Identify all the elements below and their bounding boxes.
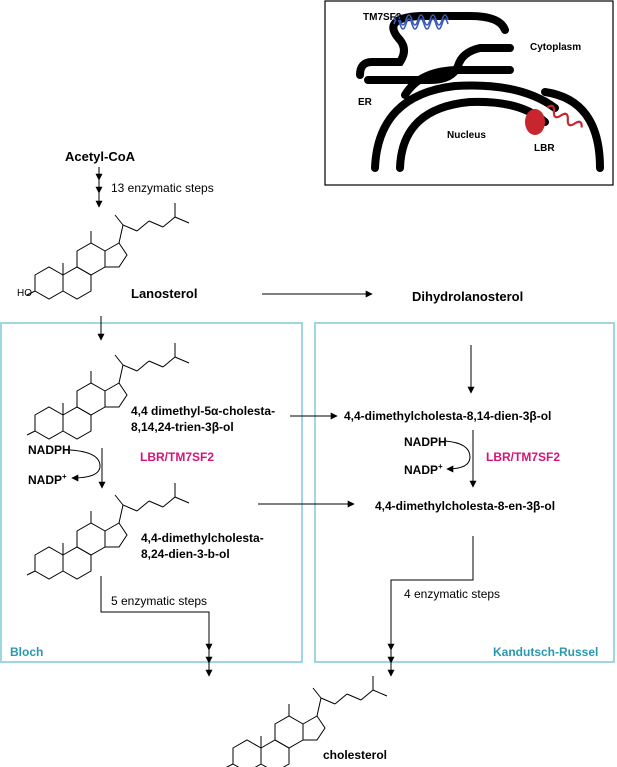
lbr-protein-icon: [525, 104, 583, 135]
inset-nucleus-label: Nucleus: [447, 130, 486, 141]
bloch-pathway-label: Bloch: [10, 645, 44, 659]
kr-compound2-label: 4,4-dimethylcholesta-8-en-3β-ol: [375, 499, 556, 513]
kandutsch-russel-panel: [314, 322, 615, 663]
inset-tm7sf2-label: TM7SF2: [363, 12, 402, 23]
bloch-compound1-line1: 4,4 dimethyl-5α-cholesta-: [131, 404, 276, 418]
ho-label: HO: [17, 288, 32, 299]
er-nucleus-membranes: [356, 12, 604, 172]
kr-compound1-label: 4,4-dimethylcholesta-8,14-dien-3β-ol: [344, 409, 552, 423]
bloch-enzyme-label: LBR/TM7SF2: [140, 450, 215, 464]
kr-enzyme-label: LBR/TM7SF2: [486, 450, 561, 464]
bloch-5-steps-path: [100, 576, 213, 677]
bloch-compound1-line2: 8,14,24-trien-3β-ol: [131, 420, 234, 434]
cholesterol-label: cholesterol: [323, 748, 388, 762]
bloch-compound2-line2: 8,24-dien-3-b-ol: [141, 547, 230, 561]
bloch-nadph-reaction-arrow: [69, 448, 106, 489]
bloch-5-steps-label: 5 enzymatic steps: [111, 594, 208, 608]
inset-lbr-label: LBR: [534, 143, 555, 154]
acetyl-coa-label: Acetyl-CoA: [65, 149, 136, 164]
tm7sf2-protein-icon: [393, 14, 449, 30]
bloch-nadp-label: NADP+: [28, 472, 67, 487]
steps13-label: 13 enzymatic steps: [111, 181, 214, 195]
kr-4-steps-path: [387, 536, 474, 677]
kr-nadph-label: NADPH: [404, 435, 447, 449]
kr-pathway-label: Kandutsch-Russel: [493, 645, 599, 659]
dihydrolanosterol-label: Dihydrolanosterol: [412, 289, 524, 304]
cell-inset-box: [324, 0, 614, 186]
inset-cytoplasm-label: Cytoplasm: [530, 42, 582, 53]
bloch-panel: [0, 322, 303, 663]
kr-4-steps-label: 4 enzymatic steps: [404, 587, 501, 601]
inset-er-label: ER: [358, 97, 372, 108]
kr-nadph-reaction-arrow: [444, 430, 477, 488]
bloch-nadph-label: NADPH: [28, 443, 71, 457]
kr-nadp-label: NADP+: [404, 462, 443, 477]
bloch-compound2-line1: 4,4-dimethylcholesta-: [141, 531, 264, 545]
lanosterol-structure: [26, 202, 190, 300]
lanosterol-label: Lanosterol: [131, 286, 198, 301]
